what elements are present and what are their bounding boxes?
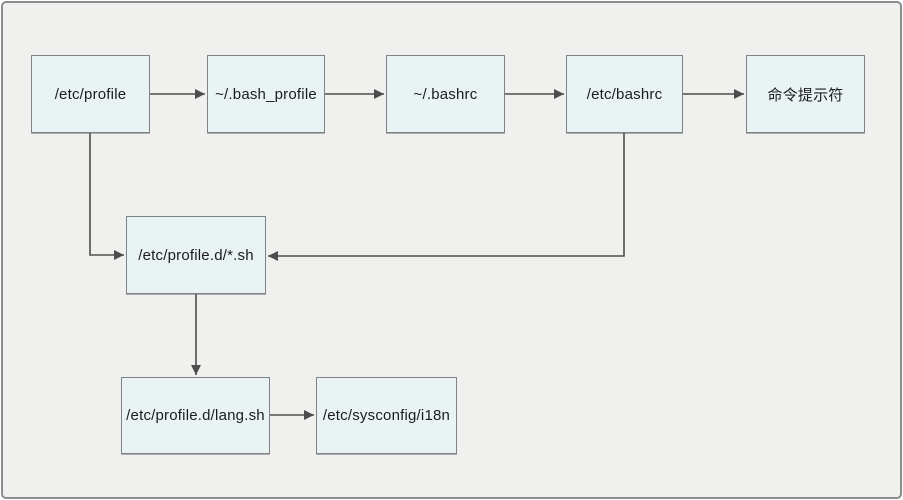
node-profile-d-scripts: /etc/profile.d/*.sh bbox=[126, 216, 266, 294]
node-label: /etc/profile bbox=[54, 85, 127, 103]
node-command-prompt: 命令提示符 bbox=[746, 55, 865, 133]
edge-profile-to-profiled bbox=[89, 133, 124, 260]
node-etc-bashrc: /etc/bashrc bbox=[566, 55, 683, 133]
node-bash-profile: ~/.bash_profile bbox=[207, 55, 325, 133]
node-label: ~/.bashrc bbox=[413, 85, 478, 103]
node-sysconfig-i18n: /etc/sysconfig/i18n bbox=[316, 377, 457, 454]
node-user-bashrc: ~/.bashrc bbox=[386, 55, 505, 133]
edge-etcbashrc-to-profiled bbox=[268, 133, 625, 261]
node-label: /etc/sysconfig/i18n bbox=[322, 407, 451, 424]
node-label: 命令提示符 bbox=[767, 86, 844, 104]
node-label: /etc/profile.d/*.sh bbox=[138, 246, 254, 264]
node-label: /etc/bashrc bbox=[586, 85, 663, 103]
node-lang-sh: /etc/profile.d/lang.sh bbox=[121, 377, 270, 454]
node-label: ~/.bash_profile bbox=[215, 85, 317, 103]
node-label: /etc/profile.d/lang.sh bbox=[126, 407, 265, 424]
node-etc-profile: /etc/profile bbox=[31, 55, 150, 133]
